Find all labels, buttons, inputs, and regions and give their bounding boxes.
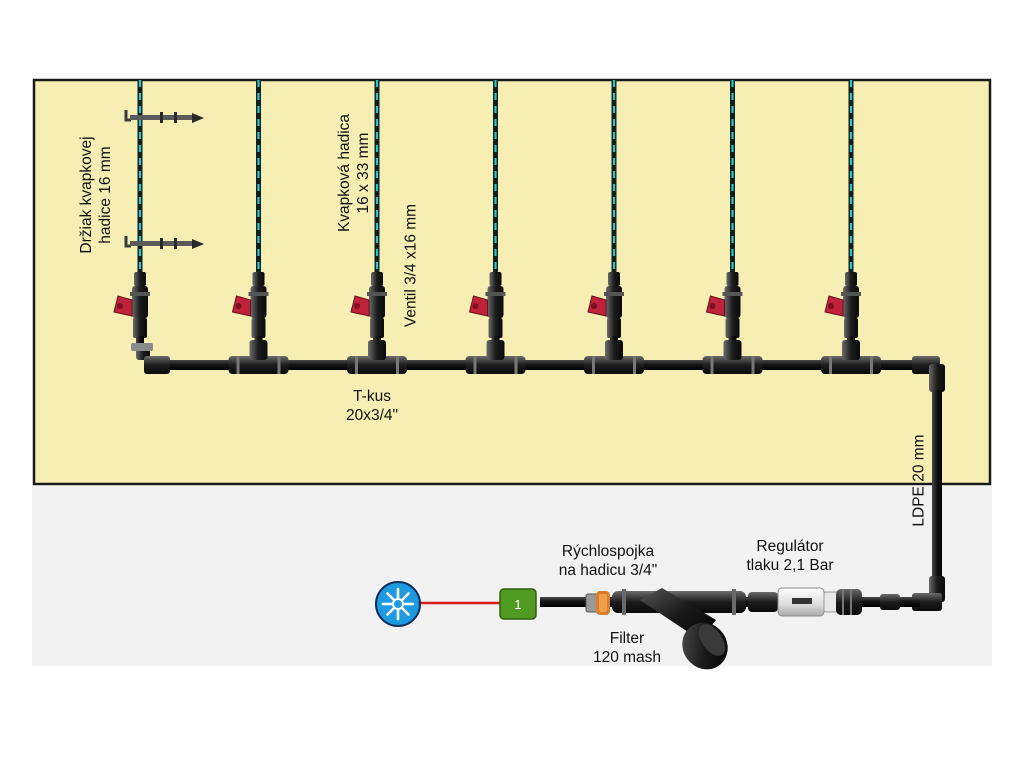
drip-hose-label-line1: Kvapková hadica [336, 113, 353, 233]
valve-label-text: Ventil 3/4 x16 mm [402, 203, 420, 328]
regulator-label-line2: tlaku 2,1 Bar [746, 557, 834, 574]
pressure-regulator-icon [748, 587, 862, 617]
ldpe-pipe [932, 390, 942, 590]
pipe-coupler-icon [880, 594, 900, 610]
drip-hose-label-line2: 16 x 33 mm [355, 132, 372, 214]
tee-label: T-kus 20x3/4" [322, 387, 422, 425]
drip-line-7 [824, 80, 861, 354]
stake-icon [124, 110, 204, 123]
drip-line-5 [587, 80, 624, 354]
main-header-pipe [150, 360, 935, 370]
ball-valve-icon [843, 286, 859, 318]
ldpe-label-text: LDPE 20 mm [910, 434, 928, 527]
tee-fitting-icon [702, 340, 763, 374]
ball-valve-icon [369, 286, 385, 318]
stake-icon [124, 236, 204, 249]
coupler-label-line2: na hadicu 3/4" [558, 562, 658, 579]
water-tap-icon [375, 581, 421, 627]
field-area [32, 78, 992, 486]
filter-label: Filter 120 mash [572, 629, 682, 667]
filter-label-line1: Filter [609, 630, 645, 647]
quick-coupler-icon [585, 591, 610, 615]
regulator-label-line1: Regulátor [756, 538, 824, 555]
valve-label: Ventil 3/4 x16 mm [402, 196, 421, 336]
tee-label-line2: 20x3/4" [345, 407, 399, 424]
tee-label-line1: T-kus [353, 388, 391, 405]
elbow-fitting-icon [912, 356, 945, 392]
ball-valve-icon [724, 286, 741, 318]
drip-line-1 [113, 80, 204, 354]
ground-area [32, 486, 992, 666]
zone-badge-label: 1 [514, 597, 521, 612]
ball-valve-icon [606, 286, 622, 318]
elbow-fitting-icon [131, 343, 170, 374]
ball-valve-icon [132, 286, 148, 318]
tee-fitting-icon [584, 340, 644, 374]
ball-valve-icon [250, 286, 267, 318]
tee-fitting-icon [228, 340, 289, 374]
holder-label: Držiak kvapkovej hadice 16 mm [77, 125, 115, 265]
drip-hose-label: Kvapková hadica 16 x 33 mm [335, 103, 373, 243]
tee-fitting-icon [465, 340, 526, 374]
tee-fittings [228, 340, 881, 374]
tee-fitting-icon [821, 340, 881, 374]
coupler-label: Rýchlospojka na hadicu 3/4" [538, 542, 678, 580]
drip-lines [113, 80, 861, 354]
filter-label-line2: 120 mash [592, 649, 662, 666]
ldpe-label: LDPE 20 mm [910, 426, 929, 536]
tee-fitting-icon [347, 340, 407, 374]
coupler-label-line1: Rýchlospojka [561, 543, 655, 560]
regulator-label: Regulátor tlaku 2,1 Bar [730, 537, 850, 575]
holder-label-line2: hadice 16 mm [97, 146, 114, 244]
holder-label-line1: Držiak kvapkovej [78, 136, 95, 254]
drip-line-3 [350, 80, 387, 354]
ball-valve-icon [487, 286, 504, 318]
y-filter-icon [612, 588, 746, 670]
zone-badge: 1 [499, 588, 537, 620]
